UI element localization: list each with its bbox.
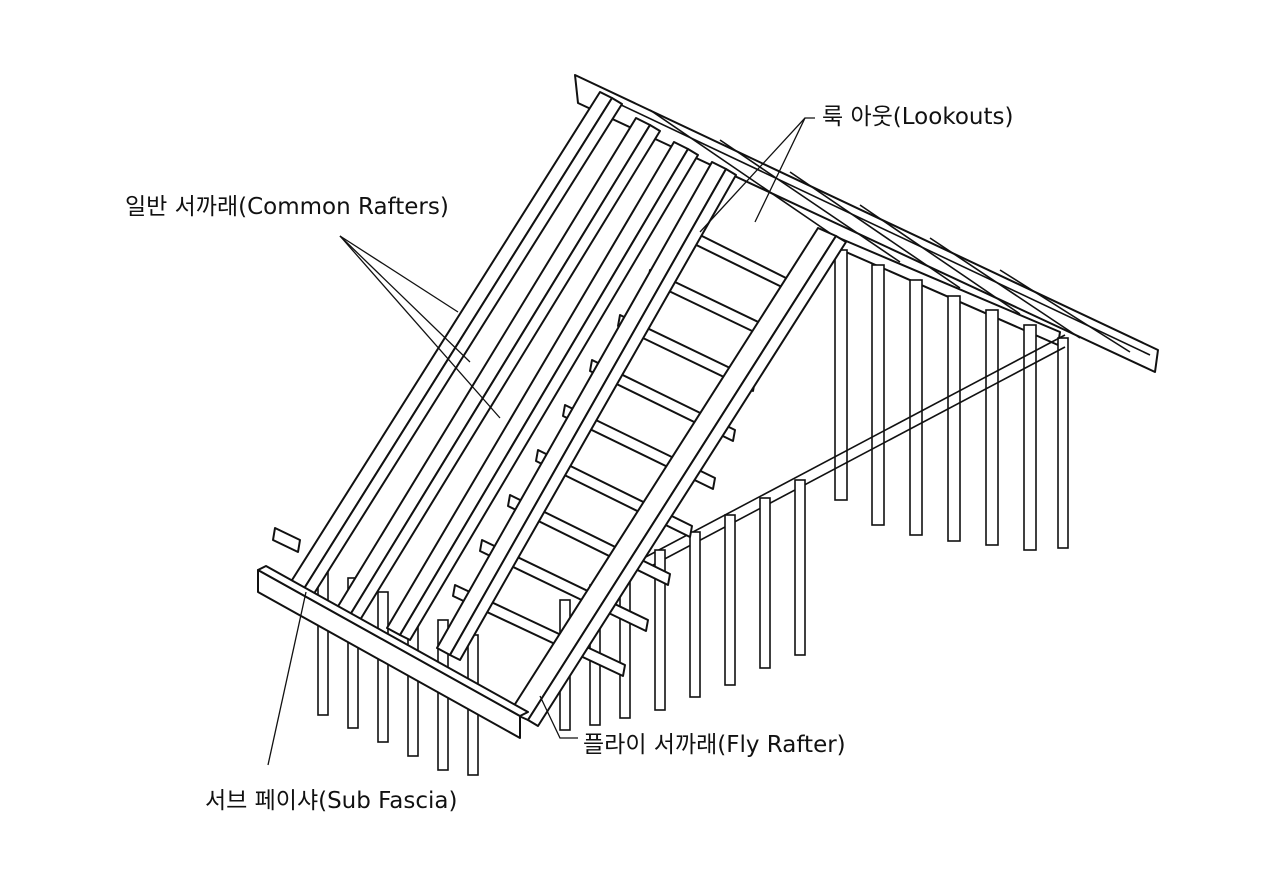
- label-common-rafters: 일반 서까래(Common Rafters): [125, 194, 449, 220]
- label-lookouts: 룩 아웃(Lookouts): [822, 104, 1013, 130]
- sub-fascia: [257, 527, 529, 739]
- label-sub-fascia: 서브 페이샤(Sub Fascia): [205, 788, 457, 814]
- gable-wall: [639, 231, 1069, 573]
- leader-lines: [267, 117, 815, 766]
- back-roof-slope: [574, 74, 1159, 373]
- label-fly-rafter: 플라이 서까래(Fly Rafter): [583, 732, 846, 758]
- back-rafters: [649, 109, 1131, 353]
- fly-rafter: [509, 227, 847, 727]
- common-rafters: [286, 91, 737, 661]
